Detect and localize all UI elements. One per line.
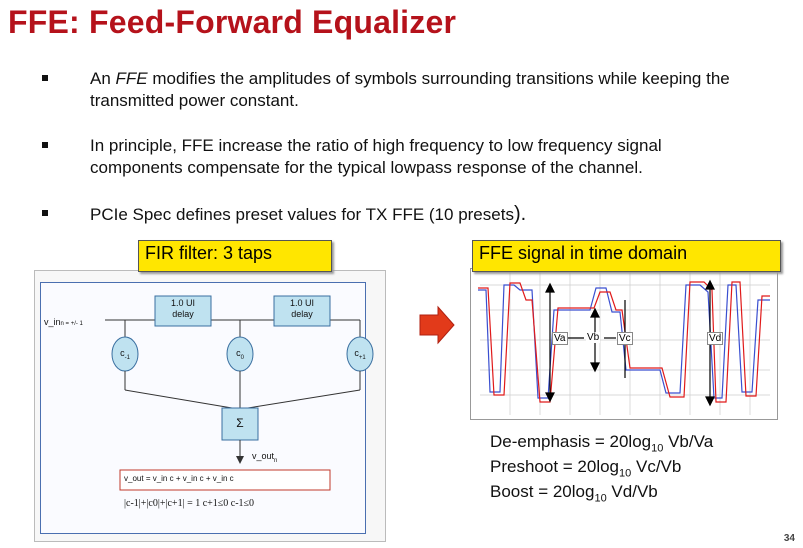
right-arrow-icon [419,305,455,345]
sum-block [221,407,259,441]
preshoot-equation: Preshoot = 20log10 Vc/Vb [490,457,682,480]
bullet-text: An FFE modifies the amplitudes of symbol… [90,69,730,110]
sum-label: Σ [236,416,244,430]
coeff-c-plus-label: c+1 [354,348,366,361]
bullet-icon [42,142,48,148]
delay-box-2 [273,295,331,327]
marker-vc: Vc [617,332,633,345]
marker-vd: Vd [707,332,724,345]
output-label: v_outn [252,451,278,464]
bullet-text: PCIe Spec defines preset values for TX F… [90,203,527,225]
delay-box-1 [154,295,212,327]
slide-title: FFE: Feed-Forward Equalizer [8,4,457,40]
output-formula-box [119,469,331,491]
ffe-time-domain-label: FFE signal in time domain [472,240,781,272]
bullet-icon [42,75,48,81]
page-number: 34 [783,533,795,544]
coefficient-constraint: |c-1|+|c0|+|c+1| = 1 c+1≤0 c-1≤0 [124,498,255,509]
coeff-c-minus-label: c-1 [120,348,130,361]
input-label: v_inn = +/- 1 [44,317,83,327]
bullet-text: In principle, FFE increase the ratio of … [90,136,662,177]
marker-vb: Vb [586,332,601,343]
waveform-red [478,281,770,403]
boost-equation: Boost = 20log10 Vd/Vb [490,482,658,505]
de-emphasis-equation: De-emphasis = 20log10 Vb/Va [490,432,714,455]
fir-filter-label: FIR filter: 3 taps [138,240,332,272]
output-formula: v_out = v_in c + v_in c + v_in c [124,474,234,483]
marker-va: Va [552,332,568,345]
bullet-icon [42,210,48,216]
waveform-blue [478,284,770,399]
coeff-c-zero-label: c0 [236,348,244,361]
